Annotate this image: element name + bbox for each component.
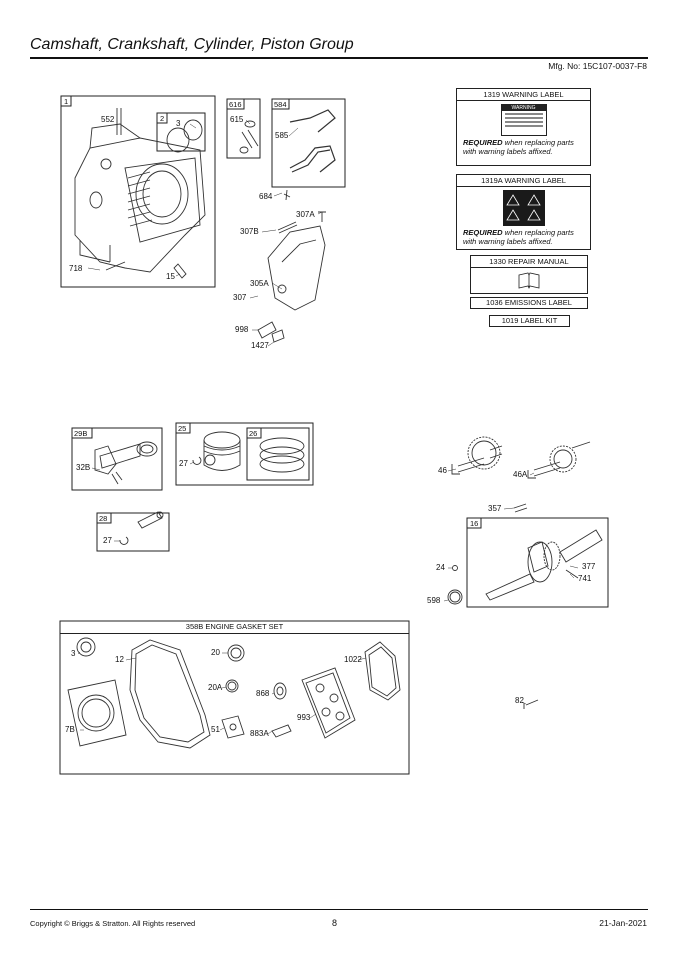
- part-label: 598: [427, 596, 441, 605]
- warning-label-title: 1319 WARNING LABEL: [457, 89, 590, 101]
- repair-manual-title: 1330 REPAIR MANUAL: [471, 256, 587, 268]
- part-label: 20: [211, 648, 220, 657]
- warning-label-box: 1319 WARNING LABEL WARNING REQUIRED when…: [456, 88, 591, 166]
- pin-group-box: [96, 512, 170, 552]
- page-number: 8: [332, 918, 338, 928]
- header-rule: [30, 57, 648, 59]
- rings-group-box: [246, 427, 310, 481]
- required-bold-a: REQUIRED: [463, 228, 503, 237]
- camshaft-drawing: [451, 436, 591, 513]
- part-label: 27: [179, 459, 188, 468]
- breather-cover-drawing: [257, 189, 326, 343]
- crank-group-box: [466, 517, 609, 608]
- tag-rings: 26: [249, 429, 258, 438]
- footer-date: 21-Jan-2021: [599, 918, 647, 928]
- tag-conrod: 29B: [74, 429, 88, 438]
- warning-sticker: WARNING: [500, 104, 547, 136]
- required-text-2: with warning labels affixed.: [463, 147, 553, 156]
- part-label: 46: [438, 466, 447, 475]
- conrod-group-box: [71, 427, 163, 491]
- book-icon: [518, 272, 540, 290]
- part-label: 7B: [65, 725, 75, 734]
- part-label: 12: [115, 655, 124, 664]
- part-label: 552: [101, 115, 115, 124]
- emissions-label-box: 1036 EMISSIONS LABEL: [470, 297, 588, 309]
- repair-manual-box: 1330 REPAIR MANUAL: [470, 255, 588, 294]
- part-label: 357: [488, 504, 502, 513]
- tag-bushing: 2: [160, 114, 165, 123]
- part-label: 993: [297, 713, 311, 722]
- required-text-1: when replacing parts: [502, 138, 574, 147]
- bushing-group-box: [156, 112, 206, 152]
- part-label: 32B: [76, 463, 91, 472]
- part-label: 20A: [208, 683, 223, 692]
- part-label: 51: [211, 725, 220, 734]
- link-group-box: [271, 98, 346, 188]
- required-note-a: REQUIRED when replacing parts: [457, 228, 590, 237]
- part-label: 377: [582, 562, 596, 571]
- part-label: 307A: [296, 210, 315, 219]
- warning-label-a-box: 1319A WARNING LABEL REQUIRED when replac…: [456, 174, 591, 250]
- part-label: 307: [233, 293, 247, 302]
- part-label: 305A: [250, 279, 269, 288]
- part-label: 82: [515, 696, 524, 705]
- gasket-set-box: [59, 620, 410, 775]
- part-label: 24: [436, 563, 445, 572]
- tag-piston: 25: [178, 424, 187, 433]
- part-label: 868: [256, 689, 270, 698]
- part-label: 998: [235, 325, 249, 334]
- required-text-a-2: with warning labels affixed.: [463, 237, 553, 246]
- warning-sticker-title: WARNING: [501, 105, 546, 111]
- warning-label-a-title: 1319A WARNING LABEL: [457, 175, 590, 187]
- part-label: 684: [259, 192, 273, 201]
- connecting-rod-drawing: [94, 441, 158, 485]
- cylinder-block-drawing: [74, 108, 206, 279]
- copyright: Copyright © Briggs & Stratton. All Right…: [30, 919, 196, 928]
- hazard-symbols-icon: [502, 190, 545, 226]
- part-label: 1022: [344, 655, 362, 664]
- piston-group-box: [175, 422, 314, 486]
- part-label: 1427: [251, 341, 269, 350]
- cylinder-group-box: [60, 95, 216, 288]
- part-label: 46A: [513, 470, 528, 479]
- part-label: 15: [166, 272, 175, 281]
- part-label: 307B: [240, 227, 259, 236]
- required-text-a-1: when replacing parts: [502, 228, 574, 237]
- part-label: 585: [275, 131, 289, 140]
- label-kit-box: 1019 LABEL KIT: [489, 315, 570, 327]
- part-label: 615: [230, 115, 244, 124]
- footer-rule: [30, 909, 648, 910]
- required-note: REQUIRED when replacing parts: [457, 138, 590, 147]
- part-label: 3: [176, 119, 181, 128]
- tag-pin: 28: [99, 514, 108, 523]
- tag-cylinder: 1: [64, 97, 69, 106]
- rings-drawing: [259, 437, 305, 473]
- piston-pin-drawing: [119, 511, 164, 545]
- tag-breather: 616: [229, 100, 242, 109]
- part-label: 27: [103, 536, 112, 545]
- breather-tube-drawing: [239, 120, 259, 154]
- part-label: 741: [578, 574, 592, 583]
- part-label: 718: [69, 264, 83, 273]
- gasket-set-drawing: [67, 637, 539, 749]
- tag-link: 584: [274, 100, 287, 109]
- gasket-set-title: 358B ENGINE GASKET SET: [60, 621, 409, 634]
- crankshaft-drawing: [447, 529, 603, 605]
- tag-crank: 16: [470, 519, 479, 528]
- link-drawing: [289, 109, 336, 173]
- page-title: Camshaft, Crankshaft, Cylinder, Piston G…: [30, 36, 354, 53]
- part-label: 883A: [250, 729, 269, 738]
- piston-drawing: [192, 431, 241, 471]
- required-bold: REQUIRED: [463, 138, 503, 147]
- mfg-number: Mfg. No: 15C107-0037-F8: [548, 61, 647, 71]
- part-label: 3: [71, 649, 76, 658]
